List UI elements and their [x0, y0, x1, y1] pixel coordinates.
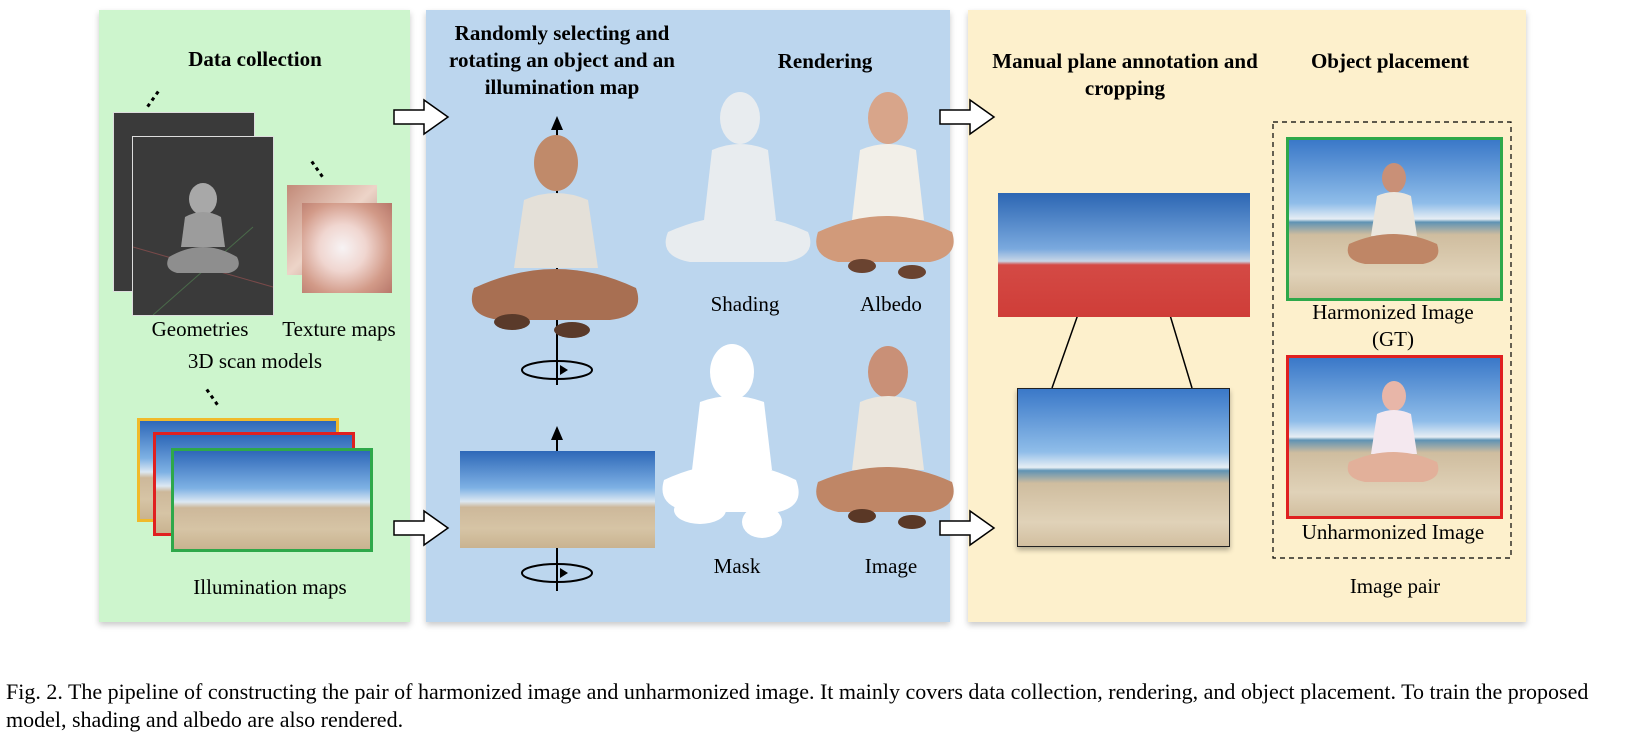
mask-girl	[662, 344, 799, 538]
albedo-girl	[816, 92, 954, 279]
illumination-map-green	[171, 448, 373, 552]
figure-caption: Fig. 2. The pipeline of constructing the…	[6, 679, 1589, 732]
illumination-maps-label: Illumination maps	[193, 575, 347, 599]
cropped-background	[1017, 388, 1230, 547]
geometries-label: Geometries	[151, 317, 249, 341]
object-placement-title: Object placement	[1310, 49, 1470, 73]
image-pair-label: Image pair	[1349, 574, 1441, 598]
image-girl	[816, 346, 954, 529]
girl-geometry-render	[132, 183, 274, 316]
image-label: Image	[864, 554, 918, 578]
annotated-panorama	[998, 193, 1250, 317]
unharmonized-label: Unharmonized Image	[1301, 520, 1485, 544]
harmonized-label: Harmonized Image (GT)	[1312, 300, 1474, 351]
data-collection-title: Data collection	[188, 47, 322, 71]
geometry-thumbnail-front	[132, 136, 274, 316]
selected-illumination-map	[460, 451, 655, 548]
scan-models-label: 3D scan models	[187, 349, 323, 373]
texture-maps-label: Texture maps	[282, 317, 396, 341]
texture-map-front	[302, 203, 392, 293]
selected-object-girl	[471, 135, 639, 338]
unharmonized-image	[1286, 355, 1503, 519]
mask-label: Mask	[713, 554, 761, 578]
rendering-title: Rendering	[777, 49, 873, 73]
harmonized-image	[1286, 137, 1503, 301]
harmonized-girl	[1347, 163, 1439, 264]
shading-girl	[665, 92, 811, 262]
unharmonized-girl	[1347, 381, 1439, 482]
albedo-label: Albedo	[860, 292, 922, 316]
shading-label: Shading	[710, 292, 780, 316]
annotation-title: Manual plane annotation and cropping	[992, 49, 1258, 100]
select-rotate-title: Randomly selecting and rotating an objec…	[449, 21, 675, 99]
